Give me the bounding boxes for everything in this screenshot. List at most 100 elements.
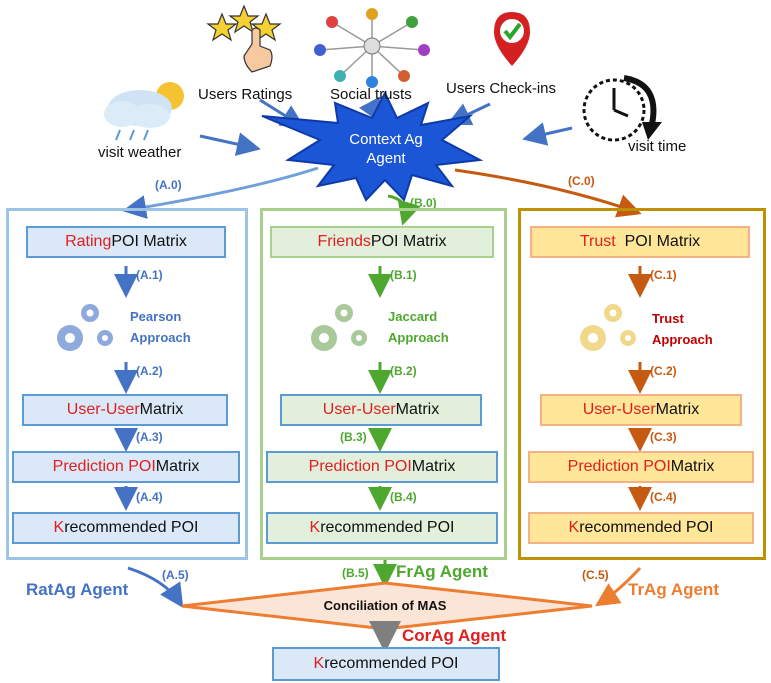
pred-red-b: Prediction POI bbox=[308, 458, 412, 475]
k-rest-c: recommended POI bbox=[579, 519, 714, 536]
step-b1: (B.1) bbox=[390, 268, 417, 282]
edge-label-b0: (B.0) bbox=[410, 196, 437, 210]
weather-cloud-sun-icon bbox=[104, 82, 184, 141]
trust-poi-matrix-rest: POI Matrix bbox=[615, 233, 701, 250]
column-friends bbox=[260, 208, 507, 560]
arrow-a0 bbox=[122, 166, 319, 219]
k-rest-a: recommended POI bbox=[64, 519, 199, 536]
context-agent-star bbox=[261, 90, 484, 202]
gears-icon-c bbox=[580, 304, 636, 351]
arrow-time bbox=[522, 122, 573, 146]
uu-red-c: User-User bbox=[582, 401, 656, 418]
pred-red-a: Prediction POI bbox=[52, 458, 156, 475]
final-k-red: K bbox=[313, 655, 325, 672]
prediction-matrix-b: Prediction POI Matrix bbox=[266, 451, 498, 483]
pred-rest-b: Matrix bbox=[411, 458, 456, 475]
gears-icon-b bbox=[311, 304, 367, 351]
conciliation-diamond bbox=[181, 581, 593, 631]
stars-hand-icon bbox=[206, 4, 282, 73]
edge-label-a0: (A.0) bbox=[155, 178, 182, 192]
k-red-a: K bbox=[53, 519, 65, 536]
step-b2: (B.2) bbox=[390, 364, 417, 378]
clock-arrow-icon bbox=[582, 75, 662, 142]
step-b3: (B.3) bbox=[340, 430, 367, 444]
friends-poi-matrix-red: Friends bbox=[317, 233, 371, 250]
pred-rest-a: Matrix bbox=[155, 458, 200, 475]
conciliation-label: Conciliation of MAS bbox=[323, 598, 447, 613]
pred-red-c: Prediction POI bbox=[567, 458, 671, 475]
step-a5: (A.5) bbox=[162, 568, 189, 582]
step-c3: (C.3) bbox=[650, 430, 677, 444]
prediction-matrix-c: Prediction POI Matrix bbox=[528, 451, 754, 483]
k-recommended-a: K recommended POI bbox=[12, 512, 240, 544]
corag-agent-label: CorAg Agent bbox=[402, 626, 507, 645]
jaccard-approach-line2: Approach bbox=[388, 330, 449, 345]
step-b5: (B.5) bbox=[342, 566, 369, 580]
column-rating bbox=[6, 208, 248, 560]
arrow-weather bbox=[199, 132, 261, 156]
jaccard-approach-line1: Jaccard bbox=[388, 309, 438, 324]
pearson-approach-line2: Approach bbox=[130, 330, 191, 345]
final-k-rest: recommended POI bbox=[324, 655, 459, 672]
k-recommended-b: K recommended POI bbox=[266, 512, 498, 544]
pearson-approach: Pearson Approach bbox=[130, 306, 191, 348]
step-c5: (C.5) bbox=[582, 568, 609, 582]
trust-approach-line1: Trust bbox=[652, 311, 684, 326]
uu-rest-b: Matrix bbox=[395, 401, 440, 418]
uu-red-a: User-User bbox=[66, 401, 140, 418]
trust-approach-line2: Approach bbox=[652, 332, 713, 347]
arrow-b0 bbox=[387, 194, 421, 226]
prediction-matrix-a: Prediction POI Matrix bbox=[12, 451, 240, 483]
k-red-b: K bbox=[309, 519, 321, 536]
k-recommended-c: K recommended POI bbox=[528, 512, 754, 544]
rating-poi-matrix-red: Rating bbox=[65, 233, 112, 250]
step-b4: (B.4) bbox=[390, 490, 417, 504]
step-a4: (A.4) bbox=[136, 490, 163, 504]
arrow-c5 bbox=[594, 566, 642, 607]
frag-agent-label: FrAg Agent bbox=[396, 562, 488, 581]
uu-rest-c: Matrix bbox=[655, 401, 700, 418]
input-time-label: visit time bbox=[628, 138, 687, 155]
rating-poi-matrix: Rating POI Matrix bbox=[26, 226, 226, 258]
rating-poi-matrix-rest: POI Matrix bbox=[111, 233, 187, 250]
pearson-approach-line1: Pearson bbox=[130, 309, 182, 324]
column-trust bbox=[518, 208, 766, 560]
input-trusts-label: Social trusts bbox=[330, 86, 412, 103]
final-k-recommended: K recommended POI bbox=[272, 647, 500, 681]
edge-label-c0: (C.0) bbox=[568, 174, 595, 188]
arrow-c0 bbox=[454, 168, 642, 218]
user-user-matrix-a: User-User Matrix bbox=[22, 394, 228, 426]
context-agent-title-line2: Agent bbox=[366, 150, 406, 167]
location-pin-check-icon bbox=[494, 12, 530, 66]
user-user-matrix-c: User-User Matrix bbox=[540, 394, 742, 426]
trag-agent-label: TrAg Agent bbox=[628, 580, 719, 599]
input-checkins-label: Users Check-ins bbox=[446, 80, 557, 97]
context-agent-title: Context Ag Agent bbox=[336, 130, 436, 168]
uu-red-b: User-User bbox=[322, 401, 396, 418]
step-c1: (C.1) bbox=[650, 268, 677, 282]
step-c2: (C.2) bbox=[650, 364, 677, 378]
step-c4: (C.4) bbox=[650, 490, 677, 504]
step-a2: (A.2) bbox=[136, 364, 163, 378]
pred-rest-c: Matrix bbox=[670, 458, 715, 475]
input-ratings-label: Users Ratings bbox=[198, 86, 293, 103]
input-weather-label: visit weather bbox=[98, 144, 182, 161]
step-a3: (A.3) bbox=[136, 430, 163, 444]
uu-rest-a: Matrix bbox=[139, 401, 184, 418]
friends-poi-matrix: Friends POI Matrix bbox=[270, 226, 494, 258]
step-a1: (A.1) bbox=[136, 268, 163, 282]
k-red-c: K bbox=[568, 519, 580, 536]
context-agent-title-line1: Context Ag bbox=[349, 131, 423, 148]
trust-poi-matrix-red: Trust bbox=[579, 233, 616, 250]
friends-poi-matrix-rest: POI Matrix bbox=[370, 233, 447, 250]
arrow-a5 bbox=[127, 566, 184, 609]
user-user-matrix-b: User-User Matrix bbox=[280, 394, 482, 426]
trust-poi-matrix: Trust POI Matrix bbox=[530, 226, 750, 258]
social-network-icon bbox=[314, 8, 430, 88]
trust-approach: Trust Approach bbox=[652, 308, 713, 350]
jaccard-approach: Jaccard Approach bbox=[388, 306, 449, 348]
ratag-agent-label: RatAg Agent bbox=[26, 580, 129, 599]
k-rest-b: recommended POI bbox=[320, 519, 455, 536]
